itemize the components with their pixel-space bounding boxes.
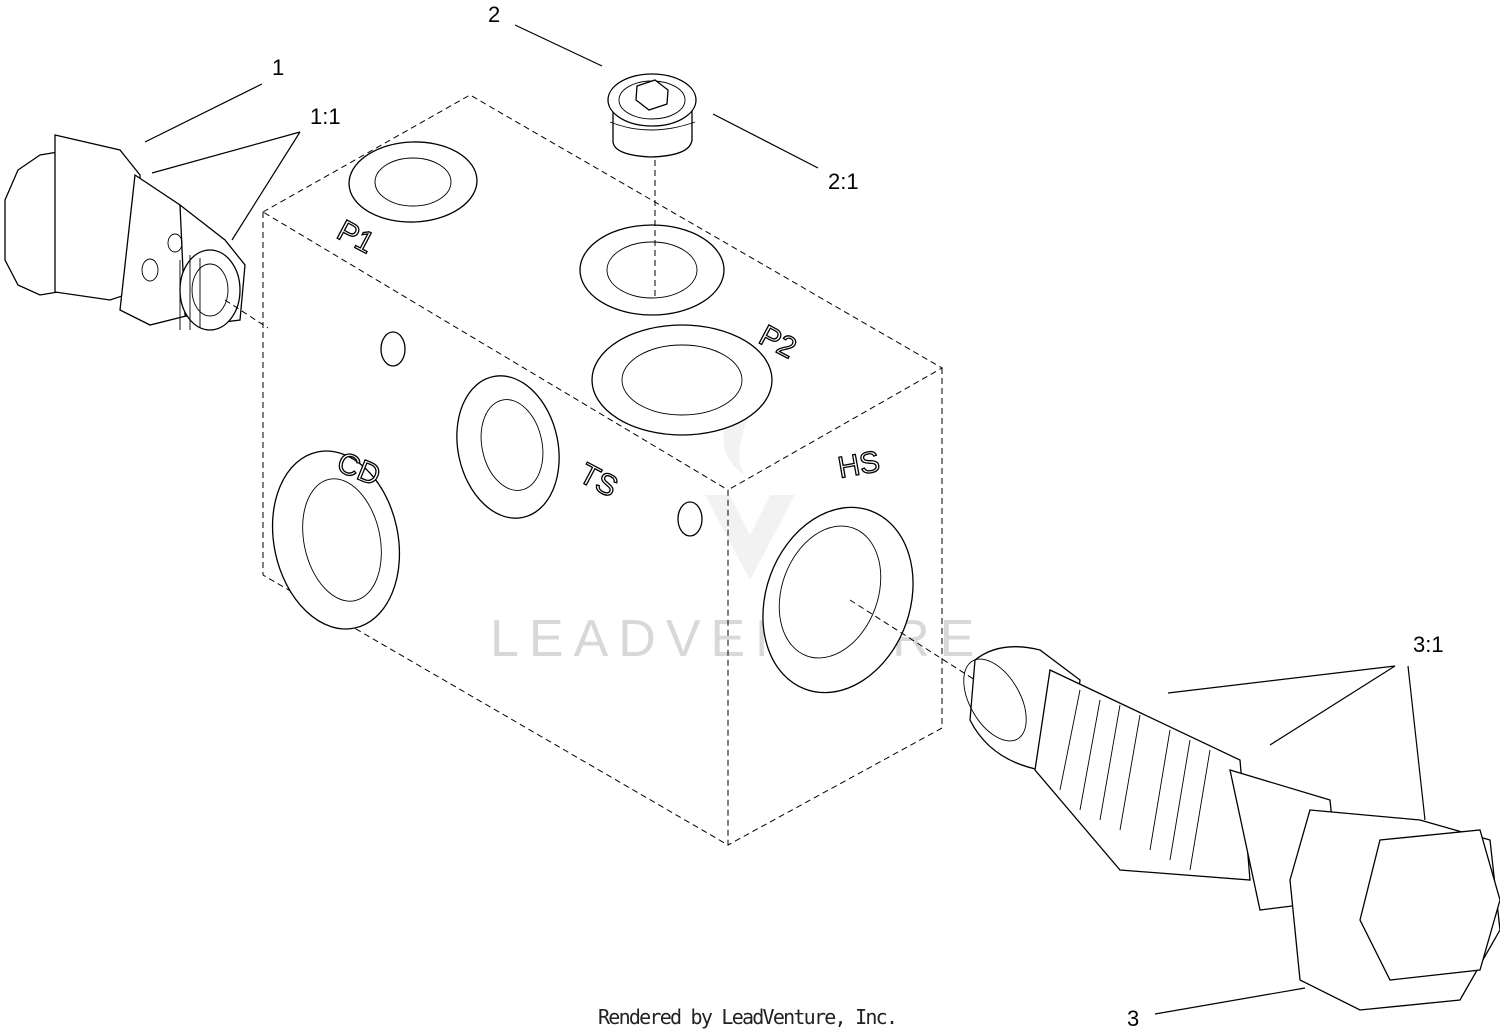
leader-lines (144, 24, 1426, 1015)
small-hole-2 (677, 501, 703, 537)
port-label-p1: P1 (332, 214, 380, 260)
callout-1: 1 (272, 55, 284, 80)
callout-2-1: 2:1 (828, 169, 859, 194)
part-2-plug (607, 73, 697, 158)
port-hs (762, 506, 914, 694)
port-cd (271, 450, 401, 630)
port-p2-lower (591, 324, 773, 436)
port-ts (456, 375, 560, 519)
callout-2: 2 (488, 2, 500, 27)
callout-1-1: 1:1 (310, 104, 341, 129)
callout-3-1: 3:1 (1413, 632, 1444, 657)
credit-text: Rendered by LeadVenture, Inc. (598, 1005, 898, 1029)
part-1-cartridge (4, 134, 246, 331)
small-hole-1 (380, 331, 406, 367)
port-p1-top (348, 141, 478, 223)
callout-3: 3 (1127, 1006, 1139, 1031)
port-label-ts: TS (574, 457, 623, 504)
manifold-block (262, 94, 944, 846)
part-3-cartridge (963, 646, 1500, 1011)
port-label-hs: HS (835, 445, 882, 485)
port-p2-upper (579, 224, 725, 316)
